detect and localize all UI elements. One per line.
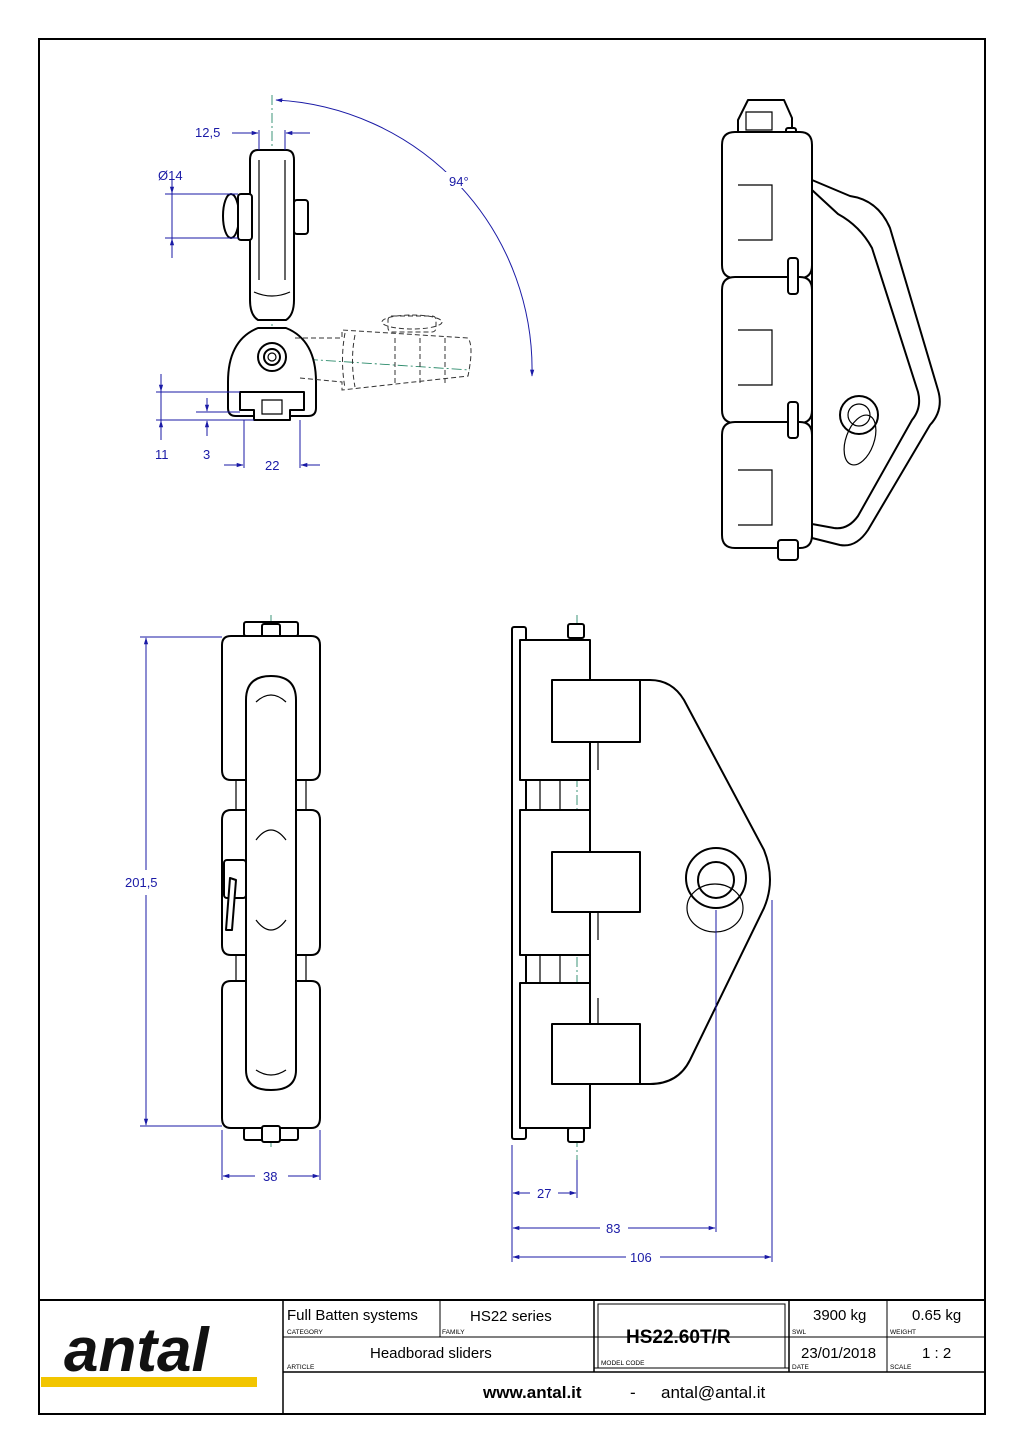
isometric-view [721, 99, 941, 561]
category-label: CATEGORY [287, 1329, 324, 1336]
website-link[interactable]: www.antal.it [482, 1383, 582, 1402]
model-code-value: HS22.60T/R [626, 1327, 731, 1348]
date-label: DATE [792, 1364, 810, 1371]
weight-label: WEIGHT [890, 1329, 916, 1336]
profile-view: 27 83 106 [511, 615, 773, 1265]
dim-11: 11 [155, 447, 169, 462]
dim-27: 27 [537, 1186, 551, 1201]
logo-text: antal [64, 1316, 210, 1385]
date-value: 23/01/2018 [801, 1345, 876, 1362]
title-block [39, 1299, 985, 1414]
swl-value: 3900 kg [813, 1307, 866, 1324]
dim-201-5: 201,5 [125, 875, 158, 890]
antal-logo: antal [41, 1316, 257, 1387]
side-view: 12,5 Ø14 94° 11 3 22 [155, 95, 535, 473]
contact-separator: - [630, 1383, 636, 1402]
article-value: Headborad sliders [370, 1345, 492, 1362]
article-label: ARTICLE [287, 1364, 315, 1371]
category-value: Full Batten systems [287, 1307, 418, 1324]
dim-3: 3 [203, 447, 210, 462]
dim-83: 83 [606, 1221, 620, 1236]
swl-label: SWL [792, 1329, 806, 1336]
dim-diameter-14: Ø14 [158, 168, 183, 183]
dim-106: 106 [630, 1250, 652, 1265]
dim-38: 38 [263, 1169, 277, 1184]
dim-12-5: 12,5 [195, 125, 220, 140]
model-code-label: MODEL CODE [601, 1360, 645, 1367]
dim-angle-94: 94° [449, 174, 469, 189]
family-value: HS22 series [470, 1308, 552, 1325]
front-view: 201,5 38 [125, 615, 321, 1184]
email-link[interactable]: antal@antal.it [661, 1383, 765, 1402]
family-label: FAMILY [442, 1329, 465, 1336]
scale-value: 1 : 2 [922, 1345, 951, 1362]
scale-label: SCALE [890, 1364, 912, 1371]
weight-value: 0.65 kg [912, 1307, 961, 1324]
drawing-frame [38, 38, 986, 1415]
dim-22: 22 [265, 458, 279, 473]
